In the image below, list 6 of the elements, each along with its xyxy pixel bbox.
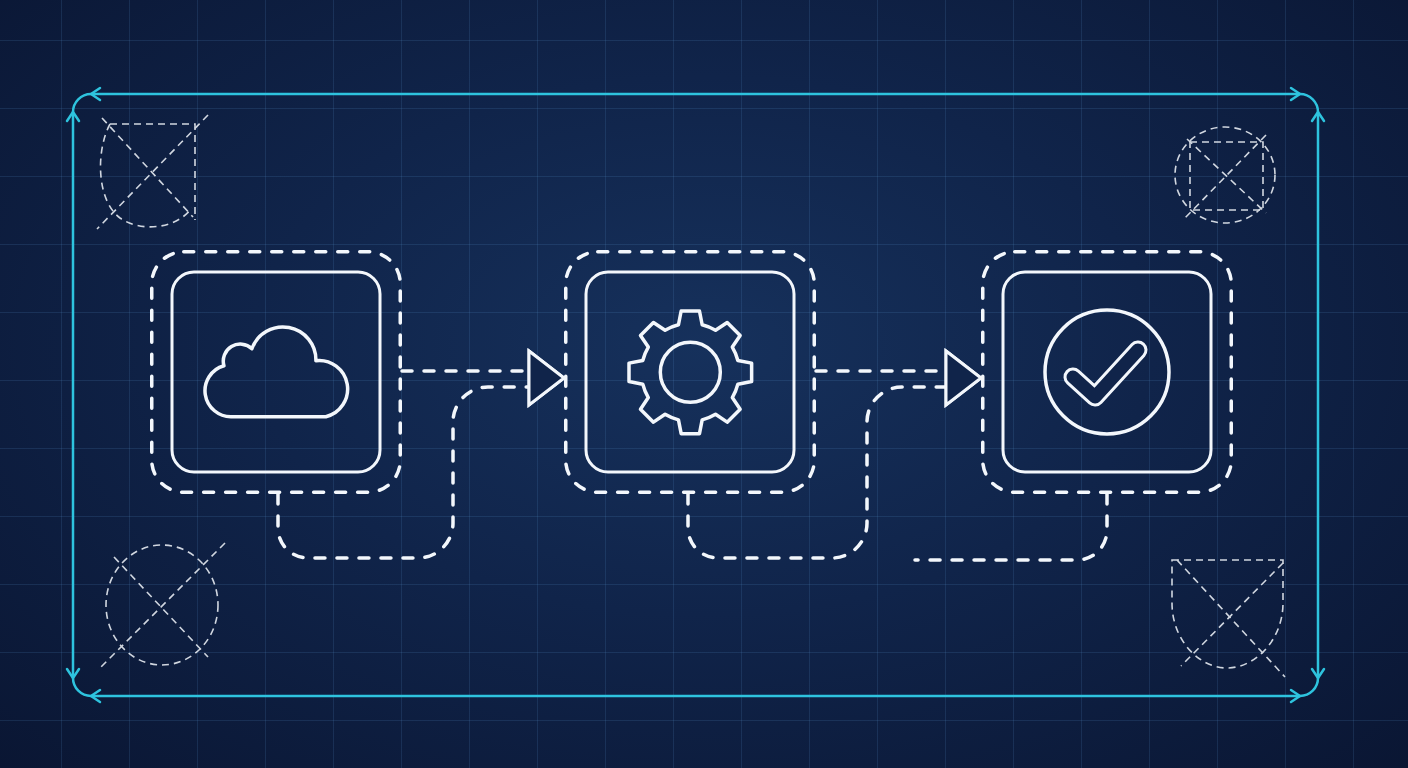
process-box <box>564 250 816 494</box>
process-box <box>150 250 402 494</box>
dashed-arrow <box>686 349 983 560</box>
dashed-connector <box>913 492 1109 562</box>
process-box <box>981 250 1233 494</box>
dashed-arrow <box>276 349 566 560</box>
